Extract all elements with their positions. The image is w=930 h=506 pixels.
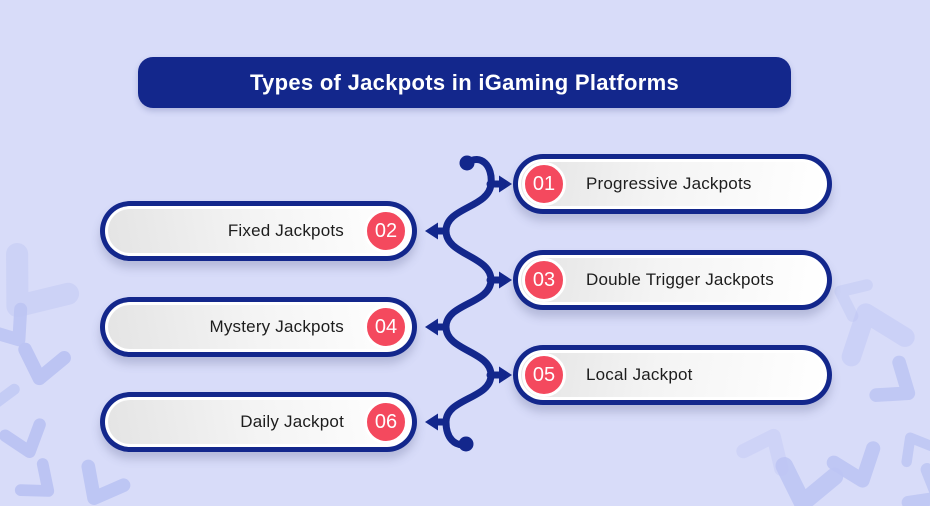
jackpot-item-05: 05 Local Jackpot	[513, 345, 832, 405]
pill-ring: 03 Double Trigger Jackpots	[518, 255, 827, 305]
wavy-line	[442, 156, 495, 449]
badge-number: 04	[374, 315, 398, 338]
jackpot-label: Double Trigger Jackpots	[586, 270, 774, 289]
jackpot-item-01: 01 Progressive Jackpots	[513, 154, 832, 214]
arrowhead-right-icon	[499, 271, 512, 289]
jackpot-label: Progressive Jackpots	[586, 174, 752, 193]
arrowhead-left-icon	[425, 413, 438, 431]
pill-body: 05 Local Jackpot	[521, 353, 824, 397]
number-badge: 03	[522, 258, 566, 302]
connector-end-dot	[458, 436, 474, 452]
jackpot-item-02: 02 Fixed Jackpots	[100, 201, 417, 261]
pill-body: 02 Fixed Jackpots	[108, 209, 409, 253]
number-badge: 04	[364, 305, 408, 349]
pill-ring: 06 Daily Jackpot	[105, 397, 412, 447]
arrowhead-right-icon	[499, 366, 512, 384]
number-badge: 02	[364, 209, 408, 253]
jackpot-item-03: 03 Double Trigger Jackpots	[513, 250, 832, 310]
page-title: Types of Jackpots in iGaming Platforms	[249, 69, 680, 95]
pill-body: 04 Mystery Jackpots	[108, 305, 409, 349]
number-badge: 06	[364, 400, 408, 444]
title-banner: Types of Jackpots in iGaming Platforms	[138, 57, 791, 108]
pill-body: 06 Daily Jackpot	[108, 400, 409, 444]
number-badge: 01	[522, 162, 566, 206]
pill-body: 03 Double Trigger Jackpots	[521, 258, 824, 302]
connector-start-dot	[459, 155, 475, 171]
pill-ring: 05 Local Jackpot	[518, 350, 827, 400]
jackpot-label: Local Jackpot	[586, 365, 693, 384]
arrowhead-left-icon	[425, 318, 438, 336]
badge-number: 01	[532, 172, 556, 195]
pill-ring: 04 Mystery Jackpots	[105, 302, 412, 352]
pill-ring: 02 Fixed Jackpots	[105, 206, 412, 256]
jackpot-label: Daily Jackpot	[240, 412, 344, 431]
jackpot-label: Mystery Jackpots	[209, 317, 344, 336]
jackpot-label: Fixed Jackpots	[227, 221, 344, 240]
arrowhead-left-icon	[425, 222, 438, 240]
arrowhead-right-icon	[499, 175, 512, 193]
number-badge: 05	[522, 353, 566, 397]
badge-number: 03	[532, 268, 556, 291]
badge-number: 02	[374, 219, 398, 242]
badge-number: 06	[374, 410, 398, 433]
jackpot-item-04: 04 Mystery Jackpots	[100, 297, 417, 357]
badge-number: 05	[532, 363, 556, 386]
pill-body: 01 Progressive Jackpots	[521, 162, 824, 206]
jackpot-item-06: 06 Daily Jackpot	[100, 392, 417, 452]
pill-ring: 01 Progressive Jackpots	[518, 159, 827, 209]
